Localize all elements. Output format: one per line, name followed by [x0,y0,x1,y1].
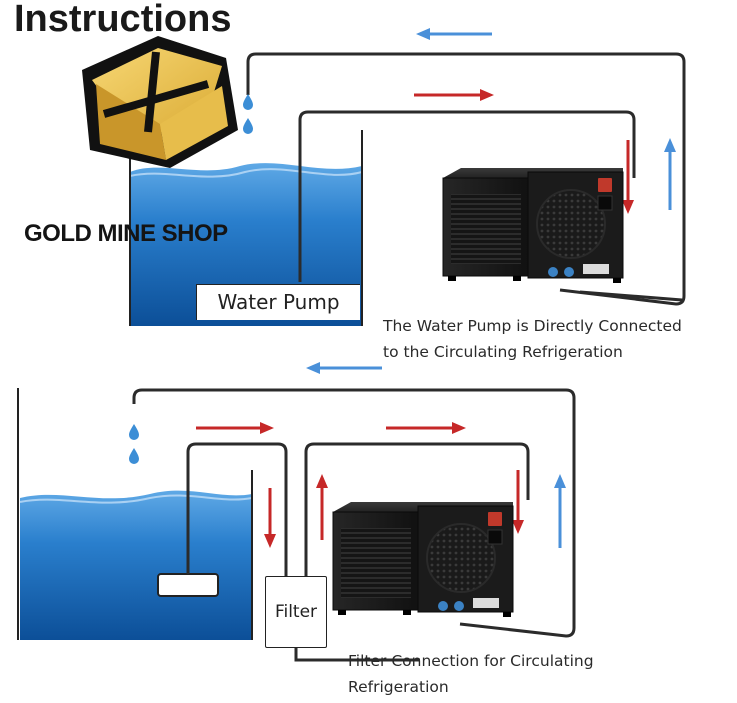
filter-label: Filter [265,576,327,648]
top-caption-line2: to the Circulating Refrigeration [383,343,623,361]
return-flow-arrow [664,138,676,210]
bottom-caption-line2: Refrigeration [348,678,449,696]
pump-to-filter-pipe [186,442,288,576]
chiller-unit-icon [442,167,624,284]
return-pipe [246,52,686,306]
page-title: Instructions [14,0,232,40]
water-drop-icon [243,118,253,134]
outflow-arrow [316,474,328,540]
return-flow-arrow [554,474,566,548]
gold-bar-icon [82,36,238,168]
return-flow-arrow [416,28,492,40]
filter-to-chiller-pipe [304,442,530,576]
outflow-arrow [264,488,276,548]
top-caption-line1: The Water Pump is Directly Connected [383,317,682,335]
water-pump-label: Water Pump [196,284,360,320]
outflow-arrow [512,470,524,534]
water-drop-icon [243,94,253,110]
outflow-arrow [386,422,466,434]
bottom-caption-line1: Filter Connection for Circulating [348,652,594,670]
bottom-caption: Filter Connection for Circulating Refrig… [348,648,648,700]
top-caption: The Water Pump is Directly Connected to … [383,313,735,365]
brand-name: GOLD MINE SHOP [24,220,228,247]
water-drop-icon [129,424,139,440]
return-flow-arrow [306,362,382,374]
submerged-pump [157,573,219,597]
pump-outlet-pipe [298,110,636,282]
water-drop-icon [129,448,139,464]
return-pipe [132,388,576,638]
outflow-arrow [414,89,494,101]
outflow-arrow [622,140,634,214]
water-tank-bottom [17,388,253,640]
chiller-unit-icon [332,501,514,618]
outflow-arrow [196,422,274,434]
